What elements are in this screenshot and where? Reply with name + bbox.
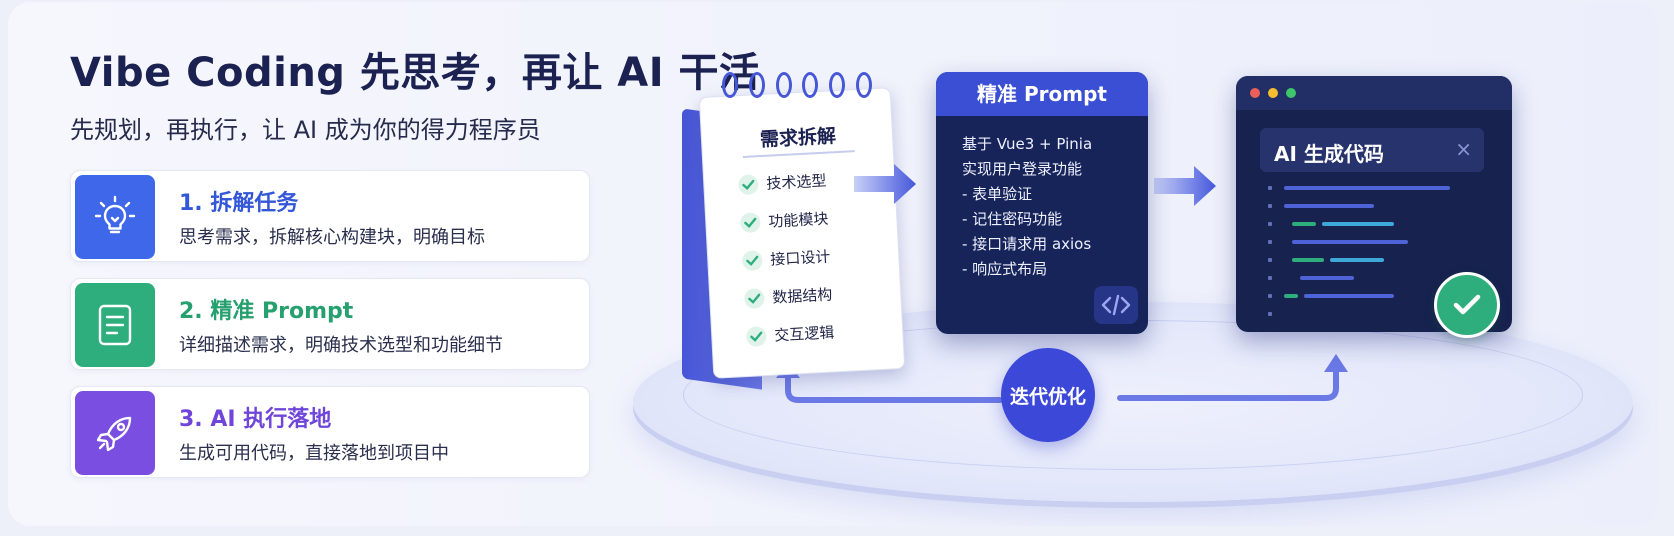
step-card-prompt[interactable]: 2. 精准 Prompt 详细描述需求，明确技术选型和功能细节 [70, 278, 590, 370]
step-card-execute[interactable]: 3. AI 执行落地 生成可用代码，直接落地到项目中 [70, 386, 590, 478]
checklist-item: 技术选型 [737, 170, 827, 196]
close-dot [1250, 88, 1260, 98]
lightbulb-icon [75, 175, 155, 259]
success-check-icon [1434, 272, 1500, 338]
check-icon [741, 249, 763, 271]
check-icon [745, 325, 767, 347]
step-title: 1. 拆解任务 [179, 191, 299, 216]
editor-tab: AI 生成代码 × [1260, 128, 1484, 172]
checklist-item: 交互逻辑 [745, 321, 835, 347]
editor-titlebar [1236, 76, 1512, 110]
page-subtitle: 先规划，再执行，让 AI 成为你的得力程序员 [70, 116, 541, 144]
flow-arrow-1 [854, 164, 916, 204]
prompt-card-header: 精准 Prompt [936, 72, 1148, 116]
step-title: 3. AI 执行落地 [179, 407, 332, 432]
checklist-item: 功能模块 [739, 208, 829, 234]
close-icon[interactable]: × [1455, 137, 1472, 161]
code-editor-window: AI 生成代码 × [1236, 76, 1512, 332]
step-title: 2. 精准 Prompt [179, 299, 354, 324]
prompt-card: 精准 Prompt 基于 Vue3 + Pinia 实现用户登录功能 - 表单验… [936, 72, 1148, 334]
step-description: 生成可用代码，直接落地到项目中 [179, 443, 449, 464]
check-icon [737, 173, 759, 195]
cycle-arrow-right [1117, 354, 1348, 401]
flow-arrow-2 [1154, 166, 1216, 206]
notebook-heading: 需求拆解 [759, 125, 837, 152]
step-description: 详细描述需求，明确技术选型和功能细节 [179, 335, 503, 356]
editor-tab-title: AI 生成代码 [1274, 142, 1384, 166]
step-description: 思考需求，拆解核心构建块，明确目标 [179, 227, 485, 248]
check-icon [739, 211, 761, 233]
notebook-rings [722, 72, 872, 102]
maximize-dot [1286, 88, 1296, 98]
hero-banner: Vibe Coding 先思考，再让 AI 干活 先规划，再执行，让 AI 成为… [8, 2, 1658, 526]
prompt-card-body: 基于 Vue3 + Pinia 实现用户登录功能 - 表单验证 - 记住密码功能… [962, 135, 1093, 278]
checklist-item: 数据结构 [743, 284, 833, 310]
minimize-dot [1268, 88, 1278, 98]
document-icon [75, 283, 155, 367]
checklist-item: 接口设计 [741, 246, 831, 272]
notebook-page: 需求拆解 技术选型 功能模块 接口设计 数据结构 交互逻辑 [698, 87, 906, 379]
code-brackets-icon [1094, 286, 1138, 324]
requirements-notebook: 需求拆解 技术选型 功能模块 接口设计 数据结构 交互逻辑 [682, 72, 906, 390]
step-card-decompose[interactable]: 1. 拆解任务 思考需求，拆解核心构建块，明确目标 [70, 170, 590, 262]
rocket-icon [75, 391, 155, 475]
page-title: Vibe Coding 先思考，再让 AI 干活 [70, 50, 760, 96]
check-icon [743, 287, 765, 309]
iterate-optimize-badge[interactable]: 迭代优化 [1001, 348, 1095, 442]
